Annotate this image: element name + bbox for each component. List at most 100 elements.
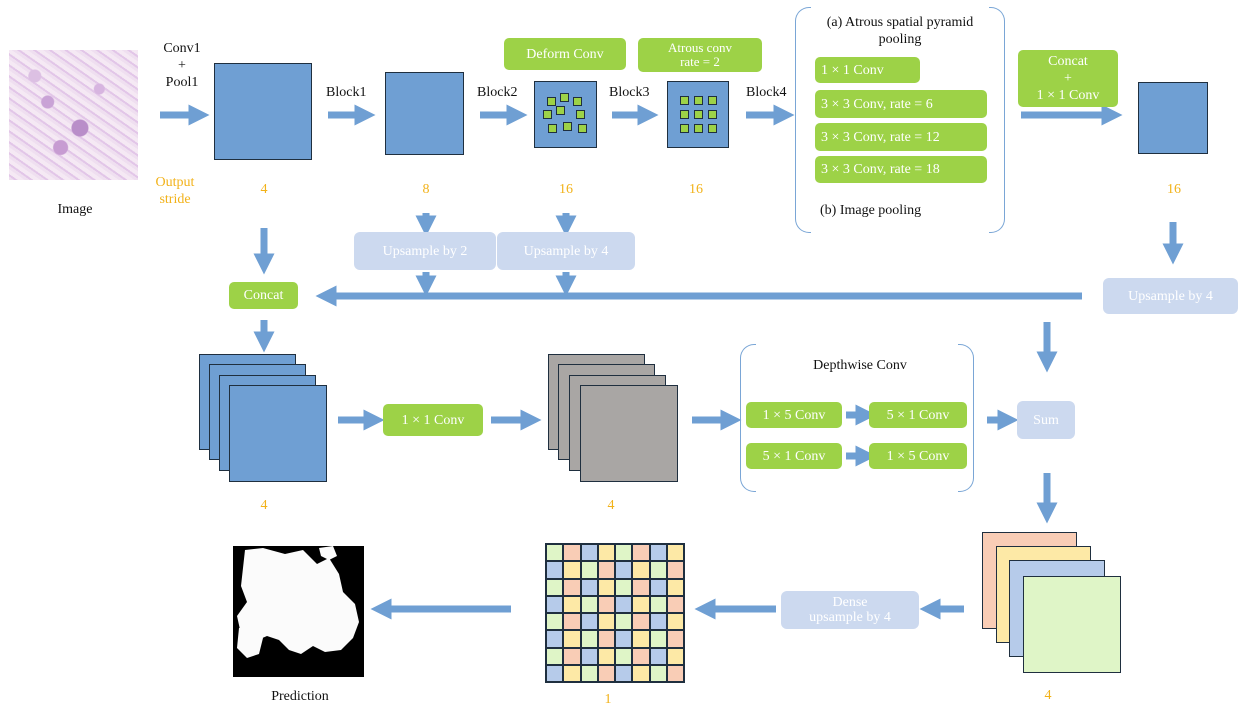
aspp-output-feature-map [1138, 82, 1208, 154]
conv1-pool1-label: Conv1 + Pool1 [163, 41, 201, 90]
aspp-3x3-rate6: 3 × 3 Conv, rate = 6 [815, 90, 987, 118]
grid-cell [580, 664, 598, 682]
deform-kernel-point [560, 93, 569, 102]
dense-prediction-grid [545, 543, 685, 683]
grid-cell [632, 613, 650, 631]
grid-cell [563, 664, 581, 682]
deform-kernel-point [543, 110, 552, 119]
concat-1x1-conv-box: Concat + 1 × 1 Conv [1018, 50, 1118, 107]
grid-cell [563, 647, 581, 665]
grid-cell [632, 647, 650, 665]
grid-cell [632, 595, 650, 613]
grid-cell [615, 561, 633, 579]
grid-cell [597, 544, 615, 562]
grid-cell [666, 630, 684, 648]
grid-cell [615, 613, 633, 631]
stride-concat-maps: 4 [260, 498, 268, 513]
aspp-3x3-rate12: 3 × 3 Conv, rate = 12 [815, 123, 987, 151]
stride-conv1: 4 [260, 182, 268, 197]
grid-cell [597, 561, 615, 579]
sum-box: Sum [1017, 401, 1075, 439]
dw-1x5-conv-b: 1 × 5 Conv [869, 443, 967, 469]
grid-cell [649, 647, 667, 665]
atrous-kernel-point [694, 110, 703, 119]
conv1-feature-map [214, 63, 312, 160]
upsample-by-2-box: Upsample by 2 [354, 232, 496, 270]
grid-cell [546, 544, 564, 562]
grid-cell [563, 630, 581, 648]
stride-color-maps: 4 [1044, 688, 1052, 703]
grid-cell [546, 595, 564, 613]
grid-cell [649, 613, 667, 631]
grid-cell [563, 561, 581, 579]
deform-kernel-point [547, 97, 556, 106]
grid-cell [580, 561, 598, 579]
atrous-kernel-point [680, 96, 689, 105]
stride-block3: 16 [689, 182, 703, 197]
grid-cell [597, 630, 615, 648]
atrous-kernel-point [680, 124, 689, 133]
grid-cell [649, 578, 667, 596]
upsample-by-4-box-mid: Upsample by 4 [497, 232, 635, 270]
grid-cell [546, 561, 564, 579]
grid-cell [546, 664, 564, 682]
grid-cell [666, 647, 684, 665]
grid-cell [615, 544, 633, 562]
dw-5x1-conv-a: 5 × 1 Conv [869, 402, 967, 428]
image-pooling-label: (b) Image pooling [820, 203, 922, 218]
deform-kernel-point [556, 106, 565, 115]
grid-cell [563, 578, 581, 596]
color-map-green [1023, 576, 1121, 673]
depthwise-conv-title: Depthwise Conv [813, 358, 907, 373]
atrous-conv-box: Atrous conv rate = 2 [638, 38, 762, 72]
dense-upsample-box: Dense upsample by 4 [781, 591, 919, 629]
grid-cell [666, 544, 684, 562]
grid-cell [632, 578, 650, 596]
grid-cell [546, 613, 564, 631]
aspp-1x1-conv: 1 × 1 Conv [815, 57, 920, 83]
stride-aspp-out: 16 [1167, 182, 1181, 197]
grid-cell [649, 595, 667, 613]
grid-cell [649, 544, 667, 562]
grid-cell [615, 595, 633, 613]
conv-1x1-box: 1 × 1 Conv [383, 404, 483, 436]
grid-cell [632, 630, 650, 648]
grid-cell [546, 647, 564, 665]
grid-cell [546, 630, 564, 648]
block1-label: Block1 [326, 85, 367, 100]
dw-1x5-conv-a: 1 × 5 Conv [746, 402, 842, 428]
atrous-kernel-point [694, 124, 703, 133]
grid-cell [597, 647, 615, 665]
atrous-kernel-point [708, 96, 717, 105]
concat-box: Concat [229, 282, 298, 309]
stride-gray-maps: 4 [607, 498, 615, 513]
concat-map-layer [229, 385, 327, 482]
stride-block2: 16 [559, 182, 573, 197]
grid-cell [666, 613, 684, 631]
gray-map-layer [580, 385, 678, 482]
grid-cell [563, 613, 581, 631]
grid-cell [666, 578, 684, 596]
grid-cell [615, 664, 633, 682]
block3-label: Block3 [609, 85, 650, 100]
atrous-kernel-point [708, 110, 717, 119]
deform-kernel-point [548, 124, 557, 133]
grid-cell [580, 647, 598, 665]
aspp-title: (a) Atrous spatial pyramid pooling [826, 15, 974, 47]
grid-cell [632, 561, 650, 579]
grid-cell [580, 613, 598, 631]
grid-cell [563, 595, 581, 613]
block4-label: Block4 [746, 85, 787, 100]
grid-cell [597, 578, 615, 596]
grid-cell [580, 595, 598, 613]
grid-cell [580, 578, 598, 596]
grid-cell [615, 630, 633, 648]
atrous-kernel-point [694, 96, 703, 105]
atrous-kernel-point [680, 110, 689, 119]
grid-cell [615, 647, 633, 665]
deform-kernel-point [576, 110, 585, 119]
grid-cell [615, 578, 633, 596]
input-histology-image [9, 50, 138, 180]
